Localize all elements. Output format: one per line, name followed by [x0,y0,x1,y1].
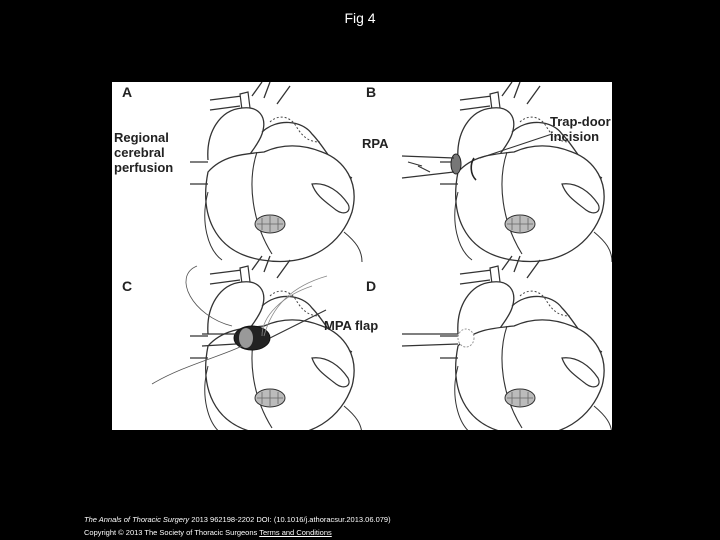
panel-label-d: D [366,278,377,294]
citation-text: 2013 962198-2202 DOI: (10.1016/j.athorac… [189,515,391,524]
annotation-regional-perfusion: Regional cerebral perfusion [114,130,174,175]
terms-link[interactable]: Terms and Conditions [259,528,332,537]
panel-label-b: B [366,84,377,100]
figure-image: A B C D Regional cerebral perfusion RPA … [112,82,612,430]
heart-diagram [151,82,612,430]
copyright-line: Copyright © 2013 The Society of Thoracic… [84,528,332,537]
figure-title: Fig 4 [344,10,376,26]
citation-line: The Annals of Thoracic Surgery 2013 9621… [84,515,391,524]
annotation-rpa: RPA [362,136,389,151]
journal-name: The Annals of Thoracic Surgery [84,515,190,524]
panel-label-c: C [122,278,133,294]
panel-label-a: A [122,84,133,100]
annotation-trapdoor: Trap-door incision [550,114,611,144]
copyright-text: Copyright © 2013 The Society of Thoracic… [84,528,258,537]
annotation-mpa-flap: MPA flap [324,318,379,333]
